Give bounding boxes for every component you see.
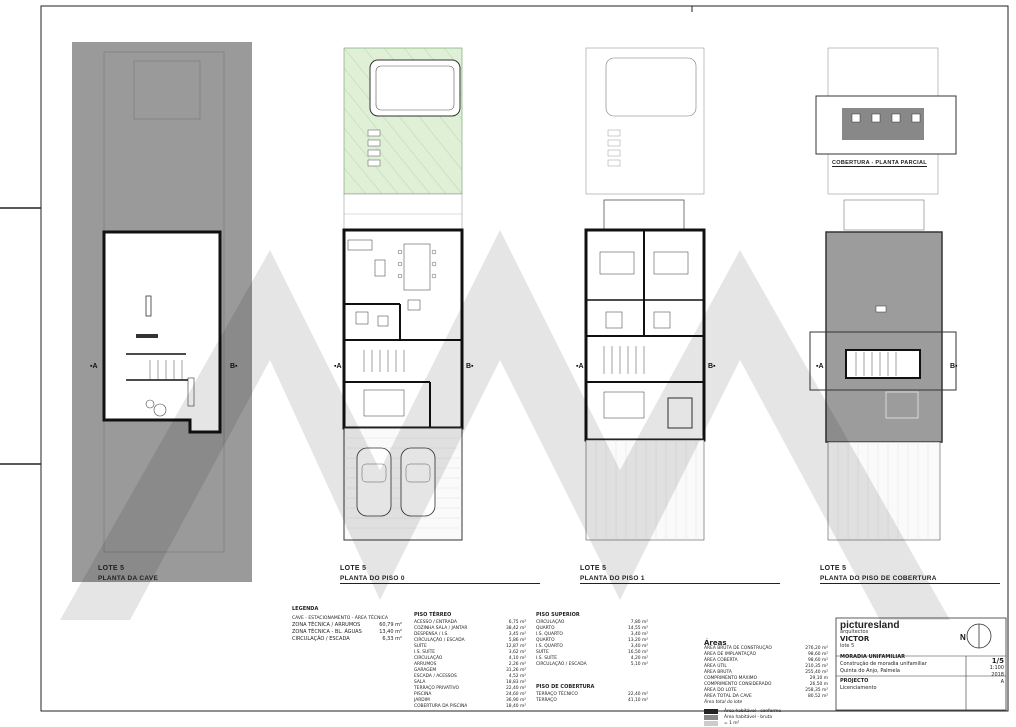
revision-value: A — [1000, 679, 1004, 685]
table-title: PISO SUPERIOR — [536, 612, 580, 618]
brand-name: picturesland — [840, 620, 900, 631]
plan-title: PLANTA DO PISO DE COBERTURA — [820, 575, 937, 582]
svg-text:▪A: ▪A — [90, 363, 98, 370]
svg-text:B▪: B▪ — [950, 363, 958, 370]
plan-caption-cave: LOTE 5 PLANTA DA CAVE — [98, 565, 158, 582]
title-block-meta: 1/5 1:100 2018 A — [970, 658, 1004, 686]
client-line: lote 5 — [840, 643, 855, 649]
plan-cobertura: ▪A B▪ — [809, 47, 958, 541]
svg-text:▪A: ▪A — [816, 363, 824, 370]
legend-block: LEGENDA CAVE - ESTACIONAMENTO - ÁREA TÉC… — [292, 606, 402, 643]
legend-title: LEGENDA — [292, 606, 319, 612]
note-row: = 1 m² — [704, 721, 828, 727]
lot-label: LOTE 5 — [98, 565, 125, 572]
phase-label: PROJECTO — [840, 678, 869, 684]
client-name: VICTOR — [840, 635, 870, 643]
table-title: PISO TÉRREO — [414, 612, 452, 618]
project-line: MORADIA UNIFAMILIAR — [840, 654, 905, 660]
brand-line: arquitectos — [840, 629, 869, 635]
sheet-number: 1/5 — [991, 657, 1004, 665]
location-line: Quinta do Anjo, Palmela — [840, 668, 900, 674]
plan-piso-0: ▪A B▪ — [334, 47, 474, 541]
table-title: PISO DE COBERTURA — [536, 684, 595, 690]
plan-cave: ▪A B▪ — [72, 42, 252, 582]
areas-title: Áreas — [704, 639, 727, 647]
plan-caption-piso-1: LOTE 5 PLANTA DO PISO 1 — [580, 565, 780, 584]
desc-line: Construção de moradia unifamiliar — [840, 661, 927, 667]
date-value: 2018 — [991, 672, 1004, 678]
svg-text:N: N — [960, 633, 966, 642]
legend-subtitle: CAVE - ESTACIONAMENTO - ÁREA TÉCNICA — [292, 616, 388, 621]
plan-title: PLANTA DO PISO 0 — [340, 575, 405, 582]
plan-title: PLANTA DA CAVE — [98, 575, 159, 582]
plan-piso-1: ▪A B▪ — [576, 47, 716, 541]
table-row: DESPENSA / I.S.3,45 m² — [414, 632, 526, 637]
lot-label: LOTE 5 — [580, 565, 607, 572]
plan-caption-cobertura: LOTE 5 PLANTA DO PISO DE COBERTURA — [820, 565, 1000, 584]
svg-text:B▪: B▪ — [708, 363, 716, 370]
note-swatch — [704, 709, 718, 714]
svg-text:▪A: ▪A — [334, 363, 342, 370]
note-swatch — [704, 721, 718, 726]
note-swatch — [704, 715, 718, 720]
table-row: Área total do lote — [704, 700, 743, 705]
lot-label: LOTE 5 — [340, 565, 367, 572]
title-block: picturesland arquitectos VICTOR lote 5 M… — [840, 620, 960, 692]
watermark-logo — [60, 230, 950, 620]
scale-value: 1:100 — [989, 665, 1004, 671]
north-arrow-icon: N — [960, 623, 992, 649]
note-row: Área habitável - bruta — [704, 715, 828, 721]
svg-text:▪A: ▪A — [576, 363, 584, 370]
svg-text:B▪: B▪ — [230, 363, 238, 370]
plan-title: PLANTA DO PISO 1 — [580, 575, 645, 582]
svg-text:B▪: B▪ — [466, 363, 474, 370]
sheet-border — [40, 5, 1009, 712]
roof-detail-caption: COBERTURA - PLANTA PARCIAL — [832, 160, 927, 167]
lot-label: LOTE 5 — [820, 565, 847, 572]
note-row: Área habitável - conforme — [704, 709, 828, 715]
plan-caption-piso-0: LOTE 5 PLANTA DO PISO 0 — [340, 565, 540, 584]
phase-value: Licenciamento — [840, 685, 877, 691]
